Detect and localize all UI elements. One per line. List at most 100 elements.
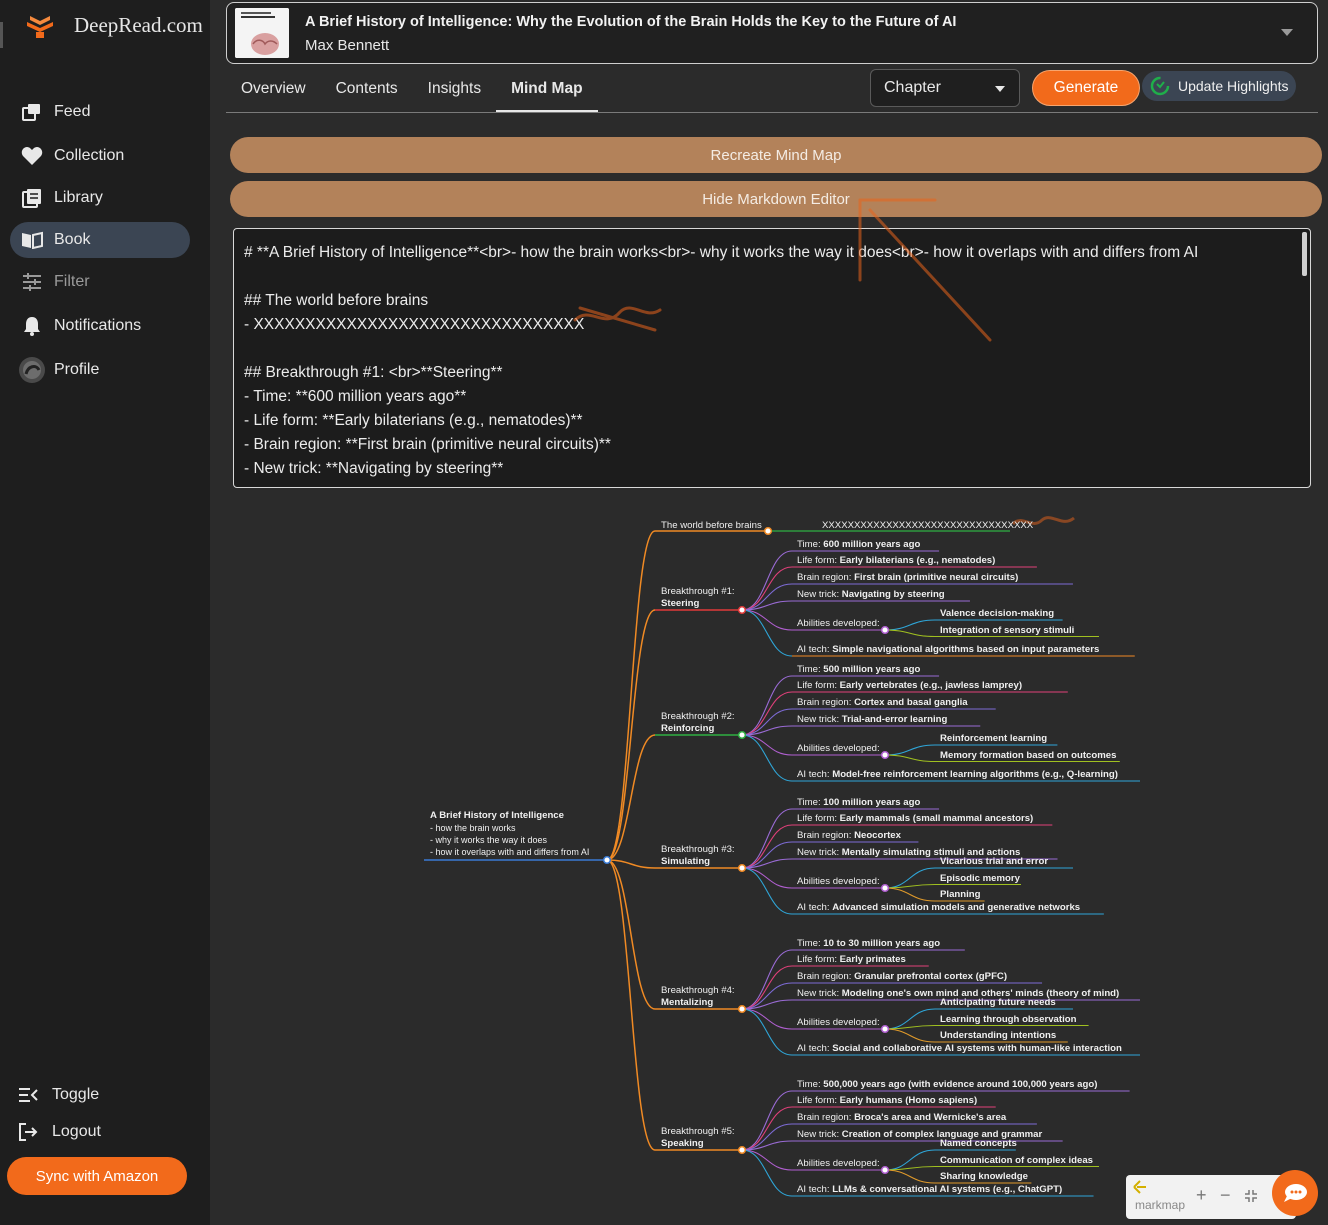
tab-insights[interactable]: Insights xyxy=(427,80,482,97)
logout-icon xyxy=(19,1123,38,1141)
mind-map-link xyxy=(741,734,793,782)
mind-map-node-toggle[interactable] xyxy=(880,1024,890,1034)
sidebar-item-label: Filter xyxy=(54,273,90,290)
mind-map-node-toggle[interactable] xyxy=(737,863,747,873)
update-highlights-button[interactable]: Update Highlights xyxy=(1142,71,1296,101)
heart-icon xyxy=(10,146,54,166)
library-icon xyxy=(10,188,54,208)
mind-map-link xyxy=(884,619,936,631)
mind-map-link xyxy=(741,965,793,1010)
sidebar-item-book[interactable]: Book xyxy=(10,222,190,258)
sidebar-item-label: Profile xyxy=(54,361,100,378)
generate-button[interactable]: Generate xyxy=(1032,70,1140,106)
mind-map-link xyxy=(884,1165,936,1171)
toggle-icon xyxy=(19,1088,38,1102)
mind-map[interactable]: A Brief History of Intelligence- how the… xyxy=(420,505,1140,1220)
mind-map-leaf: Valence decision-making xyxy=(940,608,1055,619)
mind-map-leaf: AI tech: Model-free reinforcement learni… xyxy=(797,769,1118,780)
mind-map-node-toggle[interactable] xyxy=(737,605,747,615)
mind-map-node-toggle[interactable] xyxy=(880,883,890,893)
toggle-button[interactable]: Toggle xyxy=(18,1086,99,1104)
editor-scrollbar[interactable] xyxy=(1302,232,1307,276)
book-cover xyxy=(235,8,289,58)
mind-map-leaf: New trick: Navigating by steering xyxy=(797,589,945,600)
book-icon xyxy=(10,231,54,249)
editor-line: ## Breakthrough #1: <br>**Steering** xyxy=(244,364,503,381)
chat-bubble-icon xyxy=(1284,1184,1307,1202)
breakthrough-node: Breakthrough #4:Mentalizing xyxy=(661,985,735,1008)
mind-map-node: Abilities developed: xyxy=(797,743,880,754)
mind-map-leaf: AI tech: LLMs & conversational AI system… xyxy=(797,1184,1063,1195)
mind-map-link xyxy=(741,867,793,915)
mind-map-node-toggle[interactable] xyxy=(737,1004,747,1014)
mind-map-leaf: Understanding intentions xyxy=(940,1030,1057,1041)
editor-line xyxy=(244,265,1300,289)
mind-map-leaf: Life form: Early mammals (small mammal a… xyxy=(797,813,1034,824)
breakthrough-node: Breakthrough #2:Reinforcing xyxy=(661,711,735,734)
fit-icon[interactable] xyxy=(1244,1189,1258,1203)
mind-map-node-toggle[interactable] xyxy=(880,750,890,760)
zoom-in-icon[interactable]: + xyxy=(1196,1185,1207,1205)
sidebar-item-notifications[interactable]: Notifications xyxy=(10,308,190,344)
mind-map-link xyxy=(606,530,656,861)
mind-map-leaf: Brain region: Granular prefrontal cortex… xyxy=(797,971,1008,982)
sync-with-amazon-button[interactable]: Sync with Amazon xyxy=(7,1157,187,1195)
sidebar-item-profile[interactable]: Profile xyxy=(10,352,190,388)
filter-icon xyxy=(10,273,54,291)
mind-map-leaf: Life form: Early bilaterians (e.g., nema… xyxy=(797,555,996,566)
sidebar-item-library[interactable]: Library xyxy=(10,180,190,216)
markdown-editor[interactable]: # **A Brief History of Intelligence**<br… xyxy=(233,228,1311,488)
sidebar-item-collection[interactable]: Collection xyxy=(10,138,190,174)
breakthrough-node: Breakthrough #1:Steering xyxy=(661,586,735,609)
mind-map-links xyxy=(424,526,1140,1197)
logout-button[interactable]: Logout xyxy=(18,1123,101,1141)
tab-mind-map[interactable]: Mind Map xyxy=(496,70,598,112)
chapter-select[interactable]: Chapter xyxy=(870,69,1020,107)
mind-map-leaf: Learning through observation xyxy=(940,1013,1077,1025)
mind-map-leaf: Integration of sensory stimuli xyxy=(940,624,1075,636)
mind-map-node: Abilities developed: xyxy=(797,1017,880,1028)
mind-map-link xyxy=(741,949,793,1010)
chat-help-button[interactable] xyxy=(1272,1170,1318,1216)
mind-map-node-toggle[interactable] xyxy=(763,526,773,536)
hide-markdown-editor-button[interactable]: Hide Markdown Editor xyxy=(230,181,1322,217)
mind-map-link xyxy=(884,754,936,763)
mind-map-leaf: Named concepts xyxy=(940,1138,1017,1149)
zoom-out-icon[interactable]: − xyxy=(1220,1185,1231,1205)
mind-map-link xyxy=(741,808,793,869)
mind-map-link xyxy=(741,858,793,869)
sidebar-item-feed[interactable]: Feed xyxy=(10,94,190,130)
mind-map-link xyxy=(884,1024,936,1030)
tab-contents[interactable]: Contents xyxy=(335,80,398,97)
mind-map-link xyxy=(741,1008,793,1030)
mind-map-leaf: Anticipating future needs xyxy=(940,997,1056,1008)
toggle-label: Toggle xyxy=(52,1086,100,1103)
book-author: Max Bennett xyxy=(305,37,390,54)
sidebar-item-filter[interactable]: Filter xyxy=(10,264,190,300)
logo[interactable]: DeepRead.com xyxy=(24,10,203,40)
recreate-mind-map-button[interactable]: Recreate Mind Map xyxy=(230,137,1322,173)
mind-map-link xyxy=(741,675,793,736)
tab-overview[interactable]: Overview xyxy=(241,80,306,97)
mind-map-leaf: Brain region: Cortex and basal ganglia xyxy=(797,697,968,708)
mind-map-node-toggle[interactable] xyxy=(602,855,612,865)
mind-map-leaf: AI tech: Advanced simulation models and … xyxy=(797,902,1081,913)
sidebar-edge xyxy=(0,22,3,48)
editor-line: - New trick: **Navigating by steering** xyxy=(244,460,504,477)
mind-map-node-toggle[interactable] xyxy=(737,730,747,740)
sidebar-item-label: Collection xyxy=(54,147,125,164)
bell-icon xyxy=(10,316,54,336)
editor-line: - Time: **600 million years ago** xyxy=(244,388,467,405)
mind-map-node-toggle[interactable] xyxy=(880,625,890,635)
breakthrough-node: Breakthrough #5:Speaking xyxy=(661,1126,735,1149)
book-selector[interactable]: A Brief History of Intelligence: Why the… xyxy=(226,2,1318,64)
mind-map-leaf: Brain region: First brain (primitive neu… xyxy=(797,572,1019,583)
editor-line: - Brain region: **First brain (primitive… xyxy=(244,436,611,453)
mind-map-node-toggle[interactable] xyxy=(880,1165,890,1175)
feed-icon xyxy=(10,103,54,121)
mind-map-link xyxy=(741,734,793,756)
update-highlights-label: Update Highlights xyxy=(1178,78,1289,94)
mind-map-node-toggle[interactable] xyxy=(737,1145,747,1155)
markmap-brand: markmap xyxy=(1135,1198,1186,1212)
mind-map-node: Abilities developed: xyxy=(797,876,880,887)
